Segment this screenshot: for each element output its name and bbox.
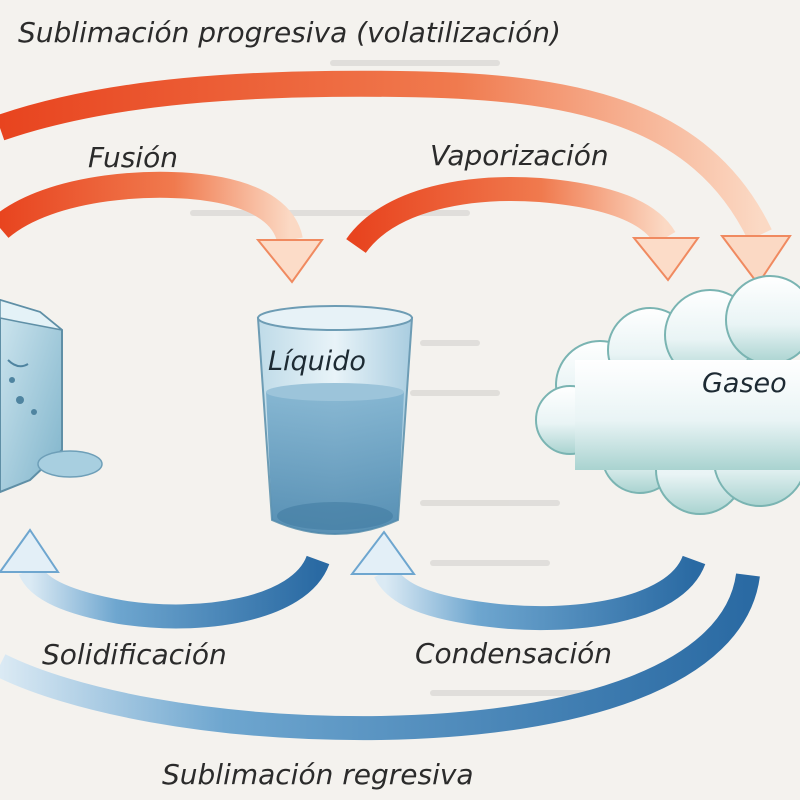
gaseous-label: Gaseo <box>702 368 787 399</box>
fusion-arrow <box>0 171 324 284</box>
vaporization-arrow <box>346 177 700 282</box>
ice-cube <box>0 298 63 494</box>
condensation-label: Condensación <box>415 637 612 670</box>
water-puddle <box>37 450 103 478</box>
sublimation-progressive-label: Sublimación progresiva (volatilización) <box>18 16 561 49</box>
solidification-arrow <box>0 528 330 629</box>
sublimation-regressive-label: Sublimación regresiva <box>162 758 474 791</box>
sublimation-regressive-arrow <box>0 572 760 741</box>
cloud <box>535 275 800 515</box>
sublimation-progressive-arrow <box>0 70 792 286</box>
liquid-label: Líquido <box>268 346 366 377</box>
water-glass <box>256 305 414 535</box>
condensation-arrow <box>349 530 706 631</box>
fusion-label: Fusión <box>88 141 178 174</box>
vaporization-label: Vaporización <box>430 139 609 172</box>
solidification-label: Solidificación <box>42 638 227 671</box>
